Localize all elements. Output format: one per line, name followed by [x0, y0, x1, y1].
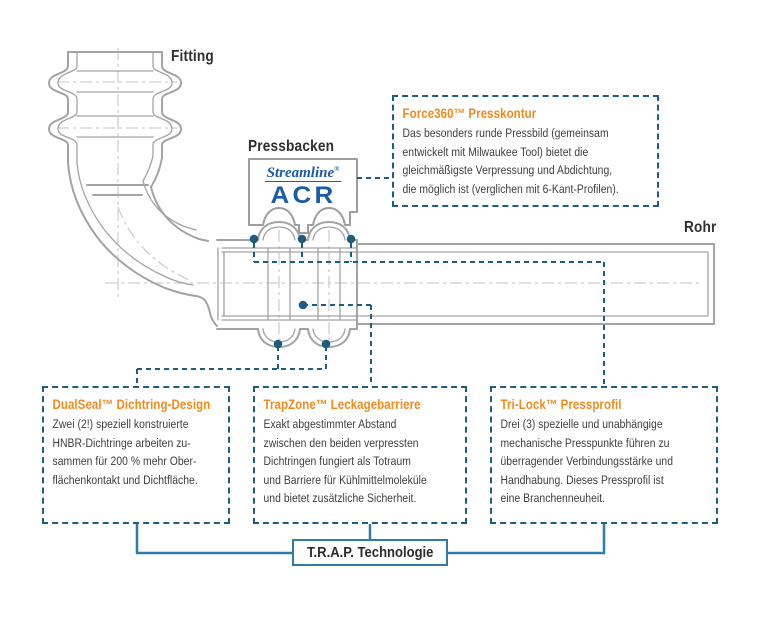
callout-trapzone: TrapZone™ Leckagebarriere Exakt abgestim… [253, 386, 467, 524]
pressbacken-label: Pressbacken [248, 138, 335, 155]
callout-trilock-title: Tri-Lock™ Pressprofil [500, 397, 622, 412]
trap-technologie-box: T.R.A.P. Technologie [292, 539, 448, 566]
registered-mark: ® [334, 165, 340, 173]
fitting-label: Fitting [171, 48, 214, 65]
trap-technologie-label: T.R.A.P. Technologie [306, 544, 434, 561]
callout-trilock-body: Drei (3) spezielle und unabhängige mecha… [500, 417, 673, 506]
rohr-label: Rohr [684, 219, 717, 236]
centerlines [57, 48, 700, 344]
callout-dualseal: DualSeal™ Dichtring-Design Zwei (2!) spe… [42, 386, 230, 524]
pipe-drawing [221, 243, 715, 325]
acr-wordmark: ACR [270, 182, 336, 209]
streamline-wordmark: Streamline® [264, 161, 342, 182]
callout-trapzone-body: Exakt abgestimmter Abstand zwischen den … [263, 417, 427, 506]
callout-force360: Force360™ Presskontur Das besonders rund… [392, 95, 659, 207]
callout-connector-lines [136, 177, 605, 386]
press-socket-drawing [216, 220, 358, 349]
streamline-acr-logo: Streamline® ACR [250, 161, 356, 211]
callout-dualseal-body: Zwei (2!) speziell konstruierte HNBR-Dic… [52, 417, 198, 487]
callout-trilock: Tri-Lock™ Pressprofil Drei (3) spezielle… [490, 386, 718, 524]
fitting-drawing [47, 51, 218, 327]
press-jaw-outline [248, 158, 358, 234]
callout-force360-title: Force360™ Presskontur [402, 106, 537, 121]
callout-dualseal-title: DualSeal™ Dichtring-Design [52, 397, 211, 412]
callout-trapzone-title: TrapZone™ Leckagebarriere [263, 397, 421, 412]
press-point-dots [249, 234, 356, 349]
trap-connector-lines [135, 524, 606, 555]
callout-force360-body: Das besonders runde Pressbild (gemeinsam… [402, 126, 619, 196]
